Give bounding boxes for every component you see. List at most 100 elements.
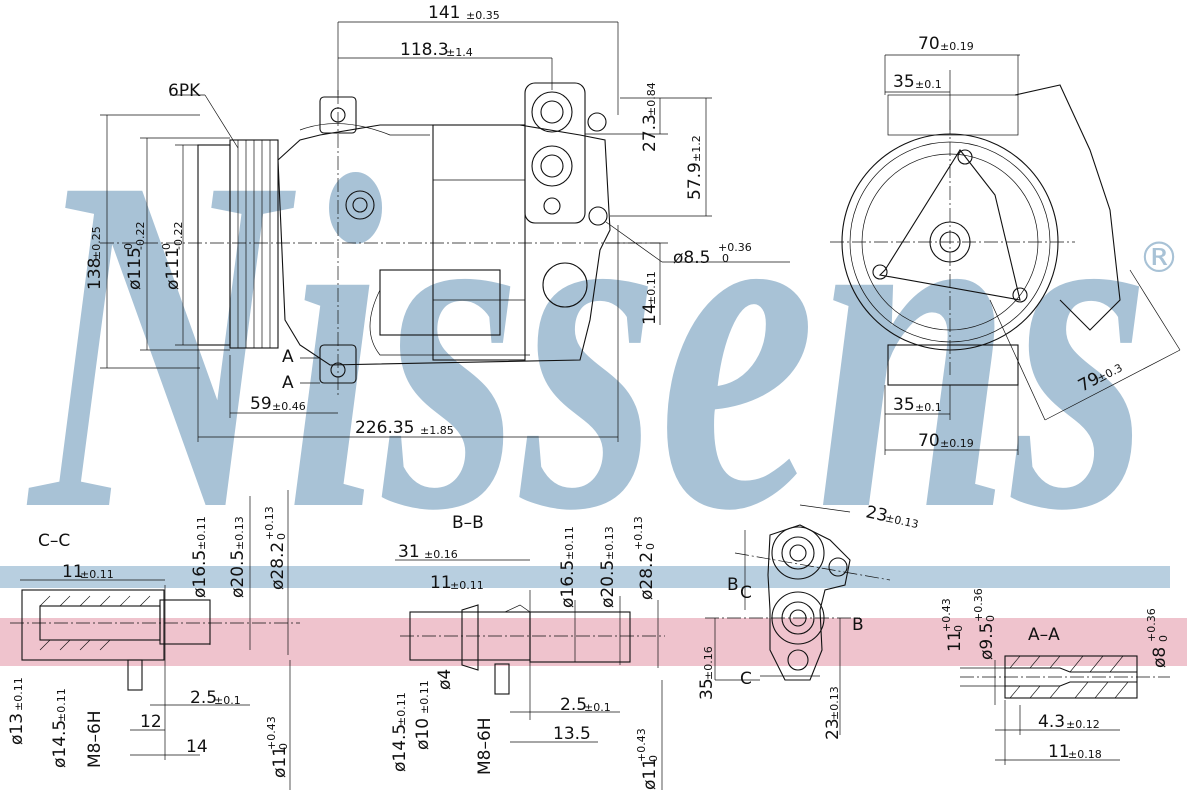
pink-band [0, 618, 1187, 666]
dimension-label: 0 [647, 755, 660, 762]
dimension-label: 27.3 [640, 114, 660, 152]
drawing-stroke [1009, 655, 1021, 669]
drawing-stroke [787, 649, 809, 671]
dimension-label: ø13 [7, 713, 27, 745]
port-bolt-hole [588, 206, 608, 226]
dimension-label: ø11 [640, 758, 660, 790]
dimension-label: +0.43 [265, 716, 278, 750]
dimension-label: 11 [62, 562, 84, 582]
dimension-label: 12 [140, 712, 162, 732]
dimension-label: ø9.5 [977, 623, 997, 660]
dimension-label: ±0.11 [195, 516, 208, 550]
drawing-stroke [79, 595, 91, 607]
dimension-label: 2.5 [190, 688, 217, 708]
dimension-label: 138 [85, 258, 105, 290]
dimension-label: 118.3 [400, 40, 449, 60]
port-view-texts: 23 ±0.13 B C B C 35 ±0.16 23 ±0.13 [697, 502, 920, 740]
compressor-front-view [100, 82, 660, 395]
dimension-label: Nissens [24, 77, 1150, 609]
dimension-label: ø28.2 [637, 552, 657, 600]
dimension-label: ø28.2 [268, 542, 288, 590]
front-dimension-lines [100, 21, 790, 442]
dimension-label: ø20.5 [228, 550, 248, 598]
nissens-watermark: Nissens ® [24, 77, 1180, 609]
dimension-label: ø8.5 [673, 248, 710, 268]
drawing-stroke [799, 504, 851, 513]
dimension-label: ±0.18 [1068, 748, 1102, 761]
dimension-label: 59 [250, 394, 272, 414]
drawing-stroke [127, 659, 143, 691]
dimension-label: 11 [945, 630, 965, 652]
dimension-label: +0.43 [940, 598, 953, 632]
control-valve [379, 269, 501, 336]
drawing-stroke [1005, 681, 1137, 687]
dimension-label: ±0.11 [12, 677, 25, 711]
dimension-label: 57.9 [685, 162, 705, 200]
dimension-label: ±1.4 [446, 46, 473, 59]
dimension-label: ø16.5 [558, 560, 578, 608]
dimension-label: 0 [952, 625, 965, 632]
drawing-stroke [734, 552, 891, 581]
dimension-label: 0 [277, 743, 290, 750]
drawing-stroke [39, 595, 51, 607]
compressor-body [277, 124, 611, 366]
section-aa-title: A–A [1028, 625, 1060, 645]
dimension-label: M8–6H [85, 710, 105, 768]
dimension-label: 35 [893, 72, 915, 92]
dimension-label: ±0.19 [940, 437, 974, 450]
section-mark-c2: C [740, 669, 752, 689]
dimension-label: ±0.11 [55, 688, 68, 722]
section-b-b: B–B [395, 513, 665, 790]
drawing-stroke [1129, 269, 1181, 351]
drawing-stroke [299, 123, 430, 136]
drawing-stroke [781, 536, 815, 570]
drawing-stroke [1049, 655, 1061, 669]
dimension-label: ±0.46 [272, 400, 306, 413]
dimension-label: ø14.5 [50, 720, 70, 768]
dimension-label: ® [1138, 233, 1180, 282]
dimension-label: 0 [644, 543, 657, 550]
dimension-label: +0.13 [632, 516, 645, 550]
dimension-label: ±0.35 [466, 9, 500, 22]
section-cc-texts: 11 ±0.11 ø16.5 ±0.11 ø20.5 ±0.13 ø28.2 +… [7, 506, 290, 778]
drawing-stroke [504, 604, 531, 613]
dimension-label: 23 [823, 718, 843, 740]
dimension-label: 0 [275, 533, 288, 540]
drawing-stroke [59, 595, 71, 607]
section-mark-b2: B [852, 615, 864, 635]
drawing-stroke [542, 262, 588, 308]
dimension-label: 14 [186, 737, 208, 757]
drawing-stroke [352, 197, 368, 213]
section-mark-c1: C [740, 583, 752, 603]
drawing-stroke [989, 299, 1046, 421]
drawing-stroke [39, 639, 51, 651]
dimension-label: ø14.5 [390, 724, 410, 772]
dimension-label: ±0.19 [940, 40, 974, 53]
dimension-label: 31 [398, 542, 420, 562]
base-mount [887, 344, 1019, 386]
drawing-stroke [872, 264, 888, 280]
drawing-stroke [1005, 667, 1137, 673]
dimension-label: ±0.11 [80, 568, 114, 581]
drawing-stroke [1114, 681, 1129, 699]
section-c-c: C–C [10, 490, 300, 790]
dimension-label: ±0.12 [1066, 718, 1100, 731]
port-lower [531, 145, 573, 187]
drawing-stroke [204, 94, 239, 149]
drawing-stroke [828, 557, 848, 577]
section-a-a: A–A [960, 625, 1170, 765]
dimension-label: +0.43 [635, 728, 648, 762]
drawing-stroke [99, 595, 111, 607]
side-dimension-lines [884, 54, 1181, 455]
drawing-stroke [461, 604, 479, 671]
port-b-outer [771, 526, 825, 580]
dimension-label: ø115 [125, 247, 145, 290]
drawing-stroke [887, 94, 1019, 136]
dimension-label: ±0.13 [233, 516, 246, 550]
drawing-stroke [540, 154, 564, 178]
dimension-label: 35 [893, 395, 915, 415]
drawing-stroke [494, 663, 510, 695]
dimension-label: ±1.85 [420, 424, 454, 437]
dimension-label: 11 [430, 573, 452, 593]
dimension-label: ±0.13 [603, 526, 616, 560]
